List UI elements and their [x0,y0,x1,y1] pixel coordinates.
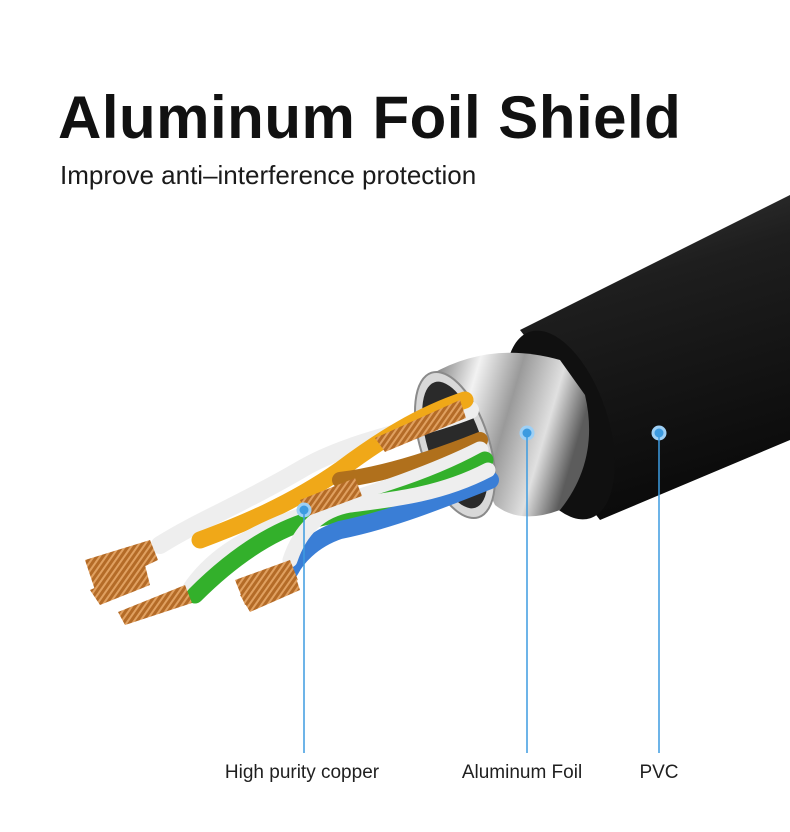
page-title: Aluminum Foil Shield [58,84,682,151]
copper-strands [85,400,466,625]
label-aluminum-foil: Aluminum Foil [461,762,583,783]
label-high-purity-copper: High purity copper [224,762,380,783]
callout-pvc-marker [651,425,667,753]
label-pvc: PVC [639,762,679,783]
page-subtitle: Improve anti–interference protection [60,160,477,190]
callout-copper-marker [296,502,312,753]
callout-foil-marker [519,425,535,753]
